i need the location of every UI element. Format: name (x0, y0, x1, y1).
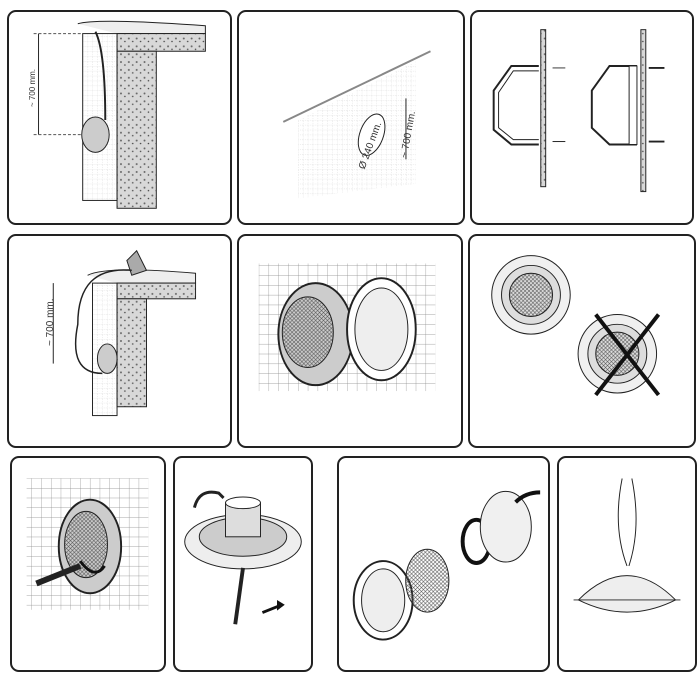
niche-cross-section-drawing (33, 20, 206, 209)
step-9-exploded-view-panel (337, 456, 550, 672)
step-6-correct-incorrect-panel (468, 234, 696, 448)
step-5-lamp-insertion-panel (237, 234, 463, 448)
step-3-niche-mounting-panel (470, 10, 694, 225)
step-8-tighten-gland-panel (173, 456, 313, 672)
step-10-lamp-removal-panel (557, 456, 697, 672)
step-2-cutout-panel: Ø 240 mm. ~ 700 mm. (237, 10, 465, 225)
lamp-and-niche-drawing (258, 263, 436, 392)
lamp-hanging-drawing (573, 478, 681, 613)
step-4-cable-routing-panel: ~ 700 mm. (7, 234, 232, 448)
rotate-lamp-drawing (26, 478, 149, 610)
depth-dimension-label: ~ 700 mm. (45, 298, 56, 346)
cable-routing-drawing (52, 249, 197, 417)
niche-mounting-drawing (492, 29, 665, 193)
depth-dimension-label: ~ 700 mm. (28, 68, 37, 107)
wall-cutout-drawing (282, 50, 431, 199)
lamp-exploded-view-drawing (352, 490, 541, 641)
step-1-wall-niche-panel: ~ 700 mm. (7, 10, 232, 225)
correct-incorrect-position-drawing (491, 255, 661, 397)
tighten-cable-gland-drawing (184, 490, 302, 625)
step-7-rotate-lamp-panel (10, 456, 166, 672)
